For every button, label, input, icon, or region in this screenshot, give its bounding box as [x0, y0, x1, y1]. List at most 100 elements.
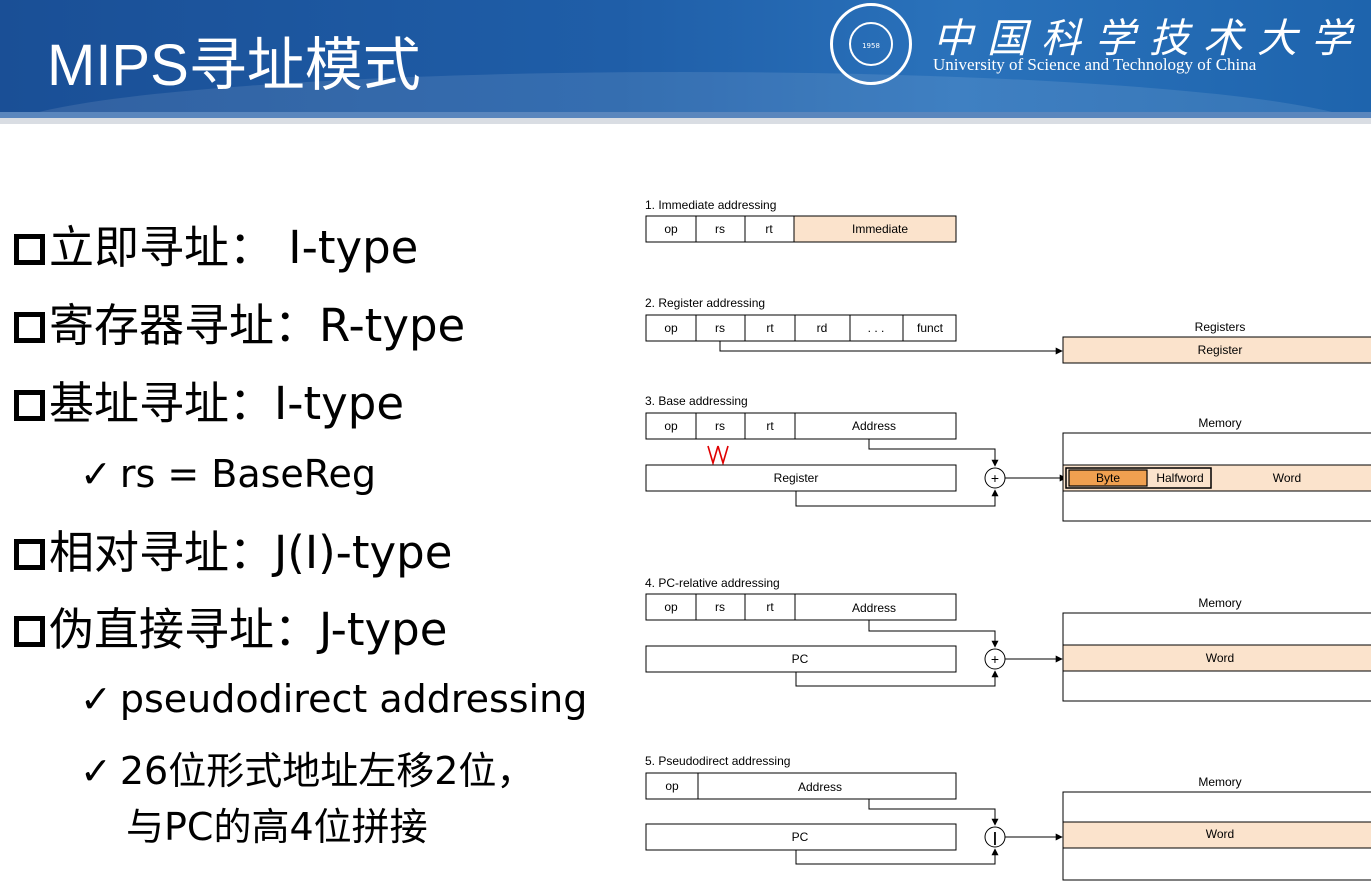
adder-symbol: +	[991, 651, 999, 667]
memory-title: Memory	[1198, 596, 1241, 610]
concat-symbol: |	[993, 829, 997, 845]
memory-word-row	[1062, 821, 1371, 849]
pc-register	[645, 823, 957, 851]
field-label: op	[664, 321, 678, 335]
field-label: rs	[715, 600, 725, 614]
register-label: PC	[792, 652, 809, 666]
check-icon: ✓	[80, 452, 112, 496]
field-label: op	[664, 419, 678, 433]
field-rs	[695, 314, 746, 342]
field-label: op	[665, 779, 679, 793]
register-cell	[1062, 336, 1371, 364]
mode-title: 1. Immediate addressing	[645, 198, 776, 212]
mode-title: 2. Register addressing	[645, 296, 765, 310]
arrow-address-to-adder	[868, 439, 999, 467]
memory-word-row	[1062, 644, 1371, 672]
bullet-text: 基址寻址：I-type	[49, 377, 405, 430]
register-label: Register	[774, 471, 819, 485]
bullet-register: 寄存器寻址：R-type	[14, 303, 465, 348]
mode-title: 3. Base addressing	[645, 394, 748, 408]
field-label: rt	[765, 222, 773, 236]
check-icon: ✓	[80, 749, 112, 793]
field-rt	[744, 314, 796, 342]
bullet-box-icon	[14, 539, 45, 570]
bullet-box-icon	[14, 312, 45, 343]
field-op	[645, 215, 697, 243]
field-rs	[695, 215, 746, 243]
bullet-pseudodirect: 伪直接寻址：J-type	[14, 607, 447, 652]
field-immediate	[793, 215, 957, 243]
field-label: . . .	[868, 321, 885, 335]
seal-year: 1958	[862, 42, 880, 50]
field-label: Immediate	[852, 222, 908, 236]
field-address	[794, 412, 957, 440]
field-label: Address	[852, 419, 896, 433]
field-label: rt	[766, 321, 774, 335]
field-label: rt	[766, 419, 774, 433]
sub-bullet-shift: ✓26位形式地址左移2位，	[80, 752, 534, 790]
arrow-rs-to-register	[719, 341, 1063, 355]
header-banner	[0, 0, 1371, 118]
check-icon: ✓	[80, 677, 112, 721]
field-address	[794, 593, 957, 621]
field-label: funct	[917, 321, 944, 335]
arrow-pc-to-adder	[795, 670, 999, 687]
field-label: op	[664, 222, 678, 236]
halfword-label: Halfword	[1156, 471, 1203, 485]
sub-bullet-text: pseudodirect addressing	[119, 677, 588, 721]
arrow-address-to-adder	[868, 620, 999, 648]
registers-title: Registers	[1195, 320, 1246, 334]
mode-title: 4. PC-relative addressing	[645, 576, 780, 590]
field-label: Address	[798, 780, 842, 794]
mode-pseudodirect: 5. Pseudodirect addressing op Address PC…	[645, 754, 1371, 881]
field-op	[645, 593, 697, 621]
sub-bullet-pseudodirect: ✓pseudodirect addressing	[80, 680, 587, 718]
memory-title: Memory	[1198, 775, 1241, 789]
mode-pc-relative: 4. PC-relative addressing op rs rt Addre…	[645, 576, 1371, 702]
register-label: PC	[792, 830, 809, 844]
field-address	[697, 772, 957, 800]
bullet-text: 伪直接寻址：J-type	[49, 603, 448, 656]
field-rt	[744, 215, 795, 243]
seal-inner-ring: 1958	[849, 22, 893, 66]
bullet-box-icon	[14, 234, 45, 265]
field-label: rs	[715, 321, 725, 335]
bullet-box-icon	[14, 390, 45, 421]
sub-bullet-basereg: ✓rs = BaseReg	[80, 455, 376, 493]
bullet-immediate: 立即寻址： I-type	[14, 225, 418, 270]
arrow-pc-to-concat	[795, 848, 999, 865]
red-arrow-annotation-icon	[707, 445, 729, 466]
adder-symbol: +	[991, 470, 999, 486]
sub-bullet-concat: 与PC的高4位拼接	[126, 808, 428, 846]
halfword-cell	[1065, 467, 1212, 489]
sub-bullet-text: 26位形式地址左移2位，	[119, 749, 535, 793]
sub-bullet-text: 与PC的高4位拼接	[126, 805, 428, 849]
mode-title: 5. Pseudodirect addressing	[645, 754, 790, 768]
field-label: rs	[715, 419, 725, 433]
word-label: Word	[1206, 651, 1234, 665]
field-label: rt	[766, 600, 774, 614]
bullet-base: 基址寻址：I-type	[14, 381, 404, 426]
field-funct	[902, 314, 957, 342]
mode-register: 2. Register addressing op rs rt rd . . .…	[645, 296, 1371, 364]
register-label: Register	[1198, 343, 1243, 357]
bullet-text: 相对寻址：J(I)-type	[49, 526, 453, 579]
bullet-relative: 相对寻址：J(I)-type	[14, 530, 452, 575]
field-rd	[794, 314, 851, 342]
bullet-box-icon	[14, 616, 45, 647]
field-label: Address	[852, 601, 896, 615]
field-label: rd	[817, 321, 828, 335]
header-rule	[0, 112, 1371, 118]
field-op	[645, 314, 697, 342]
arrow-register-to-adder	[795, 489, 999, 507]
arrow-address-to-concat	[868, 799, 999, 826]
byte-cell	[1068, 469, 1148, 487]
university-seal-icon: 1958	[830, 3, 912, 85]
word-label: Word	[1273, 471, 1301, 485]
bullet-text: 寄存器寻址：R-type	[49, 299, 466, 352]
base-register	[645, 464, 957, 492]
memory-title: Memory	[1198, 416, 1241, 430]
header-shadow	[0, 118, 1371, 124]
field-label: op	[664, 600, 678, 614]
